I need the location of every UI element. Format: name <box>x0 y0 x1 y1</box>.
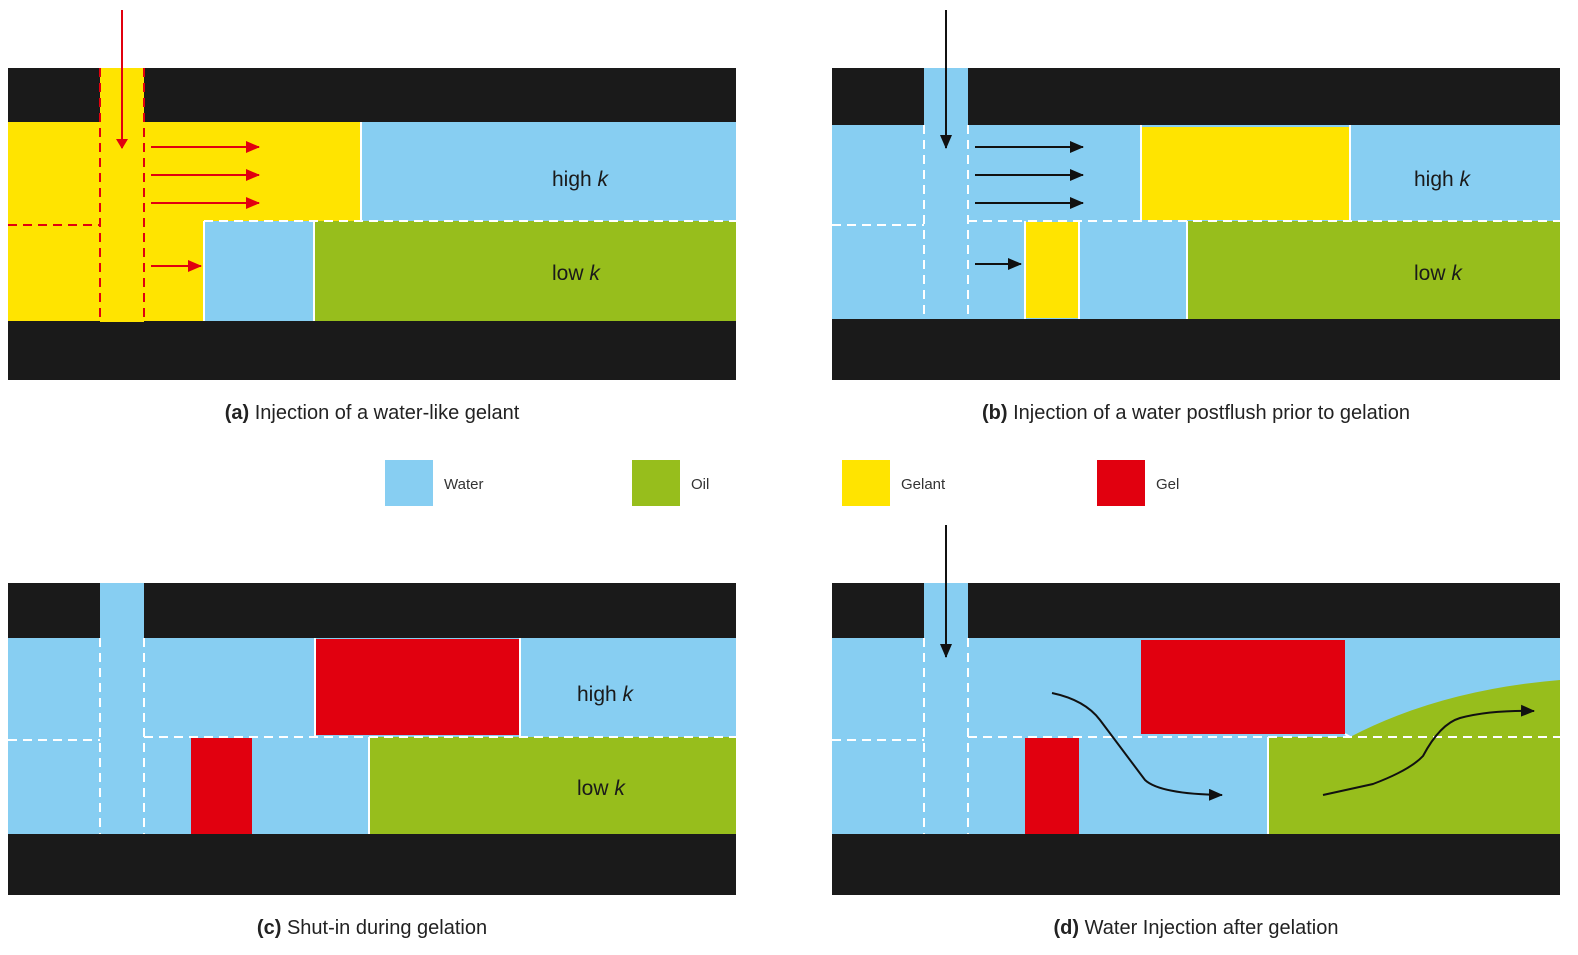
panel-d-caption: (d) Water Injection after gelation <box>1054 917 1339 939</box>
legend-swatch-oil <box>632 460 680 506</box>
legend-label-gel: Gel <box>1156 476 1179 493</box>
flow-path-arrow-low-k <box>1051 692 1223 801</box>
legend: Water Oil Gelant Gel <box>385 460 1179 506</box>
rock-bottom <box>832 834 1560 895</box>
high-k-label: high k <box>552 168 610 191</box>
legend-swatch-gelant <box>842 460 890 506</box>
high-k-label: high k <box>1414 168 1472 191</box>
gel-high-k <box>1141 640 1345 734</box>
panel-a: high k low k (a) Injection of a water-li… <box>8 10 736 424</box>
flow-path-arrow-oil <box>1322 704 1535 796</box>
oil-low-k <box>1187 221 1560 319</box>
panel-a-caption: (a) Injection of a water-like gelant <box>225 402 520 424</box>
gel-high-k <box>315 639 520 735</box>
panel-b: high k low k (b) Injection of a water po… <box>832 10 1560 424</box>
legend-label-oil: Oil <box>691 476 709 493</box>
panel-b-caption: (b) Injection of a water postflush prior… <box>982 402 1410 424</box>
low-k-label: low k <box>552 262 601 285</box>
oil-low-k <box>369 737 736 834</box>
legend-label-water: Water <box>444 476 483 493</box>
gelant-high-k <box>8 122 361 221</box>
legend-label-gelant: Gelant <box>901 476 946 493</box>
oil-low-k <box>1268 737 1560 834</box>
gelant-low-k <box>1025 222 1079 318</box>
legend-swatch-gel <box>1097 460 1145 506</box>
gel-low-k <box>1025 738 1079 834</box>
panel-c-caption: (c) Shut-in during gelation <box>257 917 487 939</box>
low-k-label: low k <box>1414 262 1463 285</box>
rock-bottom <box>8 321 736 380</box>
legend-swatch-water <box>385 460 433 506</box>
wellbore <box>100 583 144 834</box>
high-k-label: high k <box>577 683 635 706</box>
low-k-label: low k <box>577 777 626 800</box>
oil-intrusion-high-k <box>1350 680 1560 737</box>
rock-bottom <box>832 319 1560 380</box>
panel-c: high k low k (c) Shut-in during gelation <box>8 583 736 939</box>
panel-d: (d) Water Injection after gelation <box>832 525 1560 939</box>
gelant-high-k <box>1141 127 1350 220</box>
water-low-k <box>204 221 314 321</box>
rock-bottom <box>8 834 736 895</box>
gel-low-k <box>191 738 252 834</box>
